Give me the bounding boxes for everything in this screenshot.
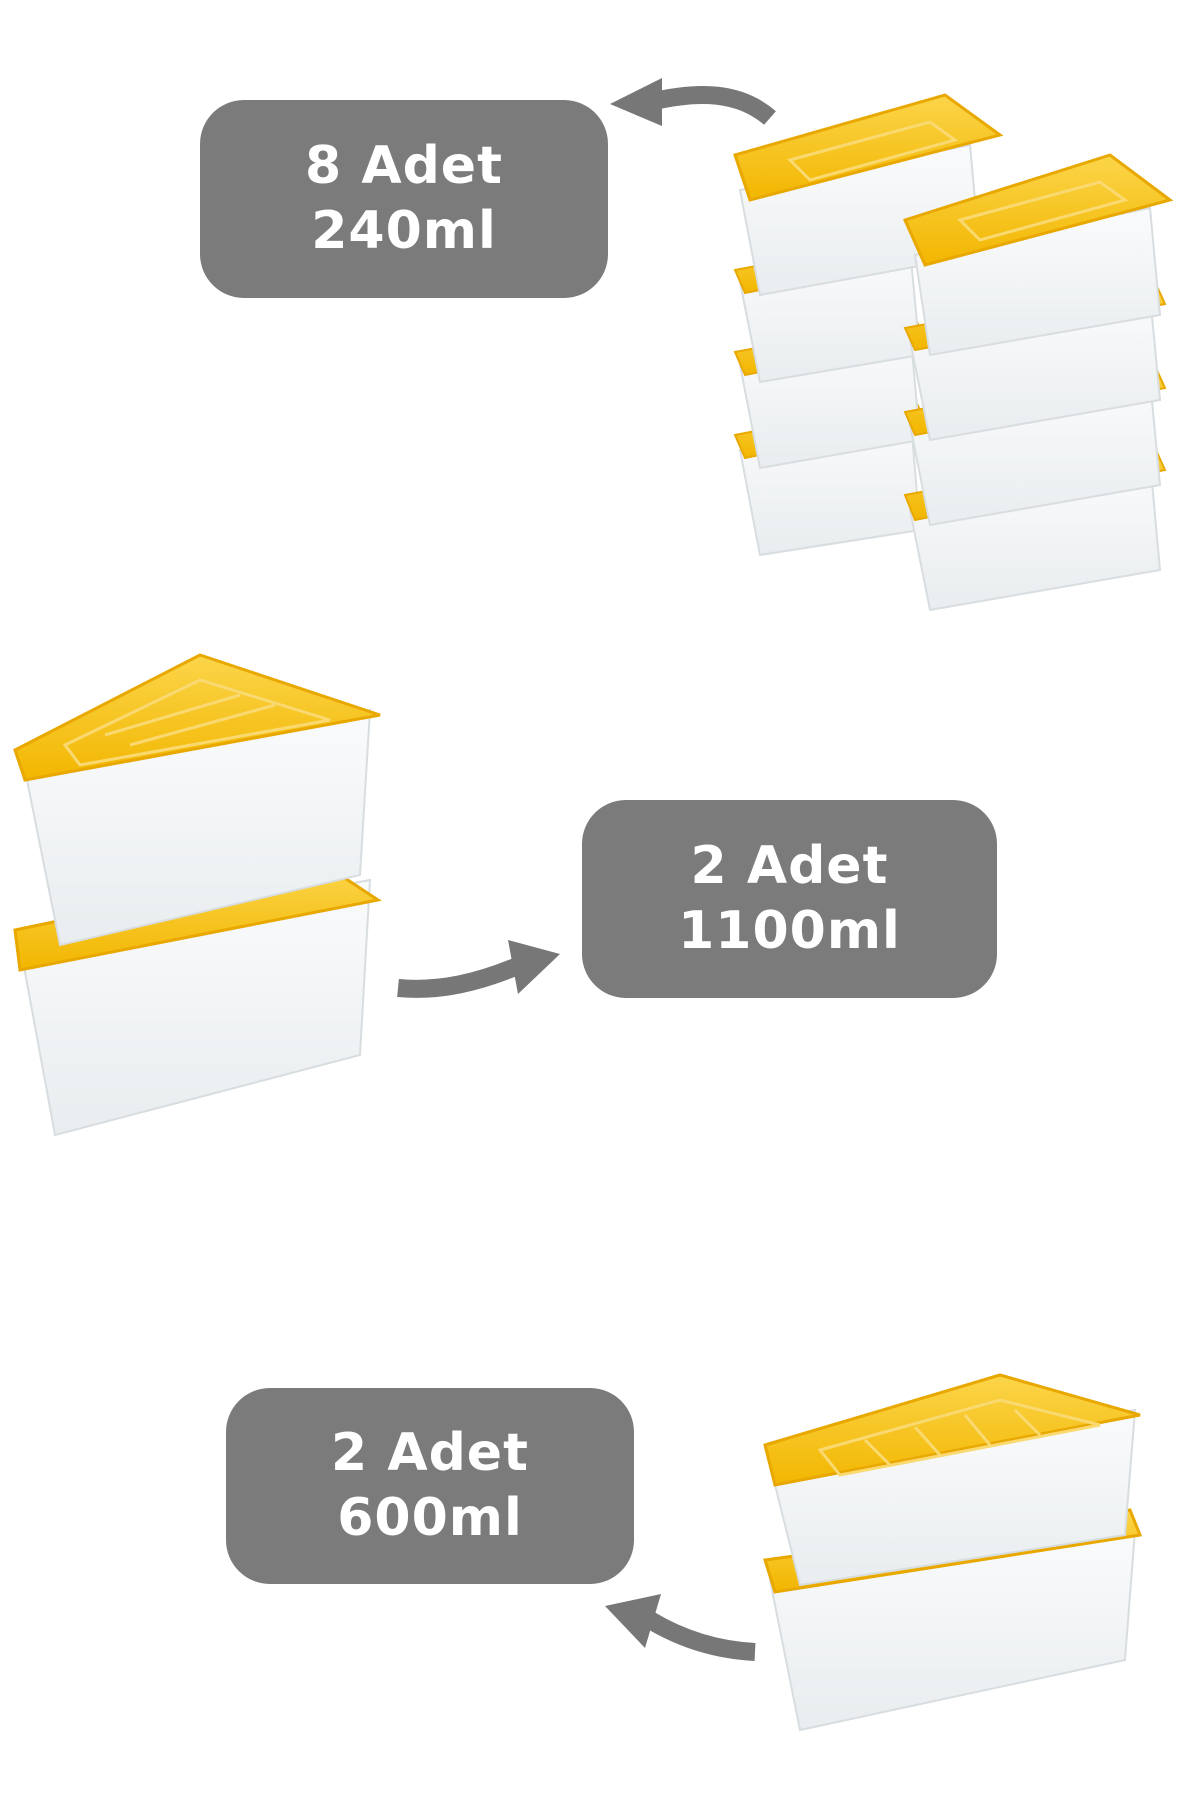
curved-arrow-left-icon: [610, 78, 776, 126]
containers-240ml-group: [730, 90, 1190, 630]
label-2-adet-600ml: 2 Adet 600ml: [226, 1388, 634, 1584]
count-text: 2 Adet: [690, 836, 889, 896]
small-container-right-1: [902, 153, 1174, 357]
volume-text: 240ml: [311, 201, 497, 261]
count-text: 8 Adet: [305, 136, 503, 196]
volume-text: 600ml: [337, 1488, 523, 1548]
label-8-adet-240ml: 8 Adet 240ml: [200, 100, 608, 298]
curved-arrow-right-icon: [397, 940, 560, 998]
containers-1100ml-group: [10, 650, 390, 1150]
large-container-top: [13, 653, 381, 947]
label-2-adet-1100ml: 2 Adet 1100ml: [582, 800, 997, 998]
volume-text: 1100ml: [678, 901, 901, 961]
medium-container-top: [763, 1373, 1141, 1587]
containers-600ml-group: [760, 1370, 1150, 1740]
count-text: 2 Adet: [331, 1423, 529, 1483]
curved-arrow-left-lower-icon: [605, 1594, 756, 1661]
